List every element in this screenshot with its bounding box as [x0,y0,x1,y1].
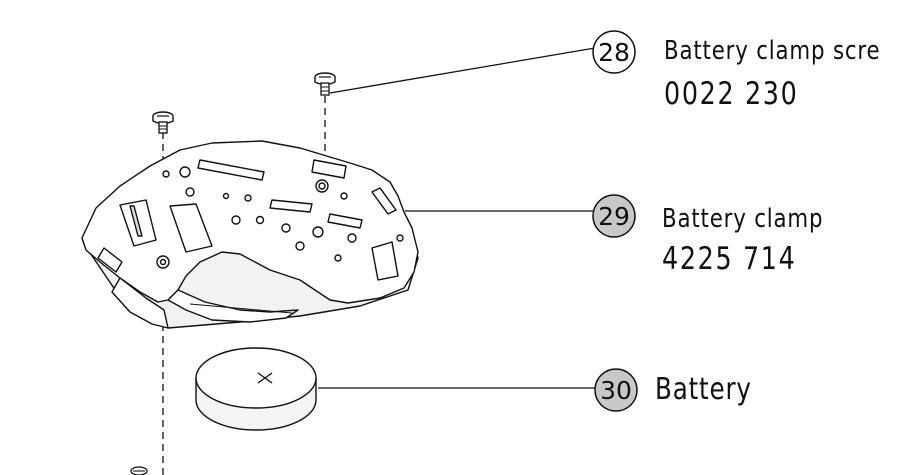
callout-label-29: Battery clamp [662,204,824,234]
bottom-screw-icon [130,466,148,475]
screw-icon [152,111,174,134]
leader-line-28 [329,47,596,94]
part-number-29: 4225 714 [662,241,797,277]
callout-number-29: 29 [598,202,630,231]
battery-clamp-screw-icon [314,72,336,96]
callout-label-28: Battery clamp scre [664,36,881,66]
battery-clamp-icon [81,140,419,329]
callout-bubble-30: 30 [594,368,638,412]
callout-bubble-29: 29 [592,194,636,238]
callout-bubble-28: 28 [592,30,636,74]
callout-label-30: Battery [655,372,752,407]
callout-number-30: 30 [600,376,632,405]
part-number-28: 0022 230 [664,76,799,112]
callout-number-28: 28 [598,38,630,67]
battery-icon [195,347,317,431]
